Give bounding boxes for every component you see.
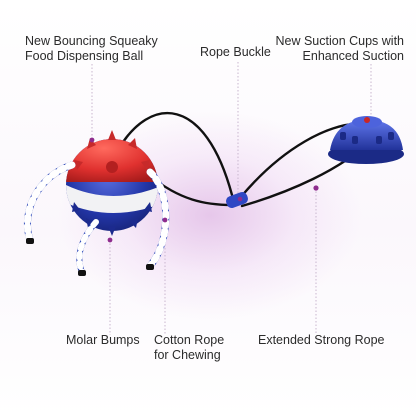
callout-cotton-line1: Cotton Rope (154, 333, 225, 347)
callout-cotton-line2: for Chewing (154, 348, 221, 362)
suction-cup (328, 116, 404, 164)
callout-molar-text: Molar Bumps (66, 333, 140, 347)
callout-rope-text: Extended Strong Rope (258, 333, 385, 347)
callout-ball: New Bouncing Squeaky Food Dispensing Bal… (25, 34, 158, 64)
callout-suction: New Suction Cups with Enhanced Suction (275, 34, 404, 64)
callout-ball-line1: New Bouncing Squeaky (25, 34, 158, 48)
callout-buckle-text: Rope Buckle (200, 45, 271, 59)
cotton-rope (23, 161, 170, 275)
callout-molar: Molar Bumps (66, 333, 140, 348)
callout-ball-line2: Food Dispensing Ball (25, 49, 144, 63)
callout-buckle: Rope Buckle (200, 45, 271, 60)
rope-buckle (226, 192, 248, 208)
callout-suction-line1: New Suction Cups with (275, 34, 404, 48)
squeaky-ball (66, 130, 158, 236)
callout-cotton: Cotton Rope for Chewing (154, 333, 224, 363)
callout-rope: Extended Strong Rope (258, 333, 384, 348)
callout-suction-line2: Enhanced Suction (302, 49, 404, 63)
